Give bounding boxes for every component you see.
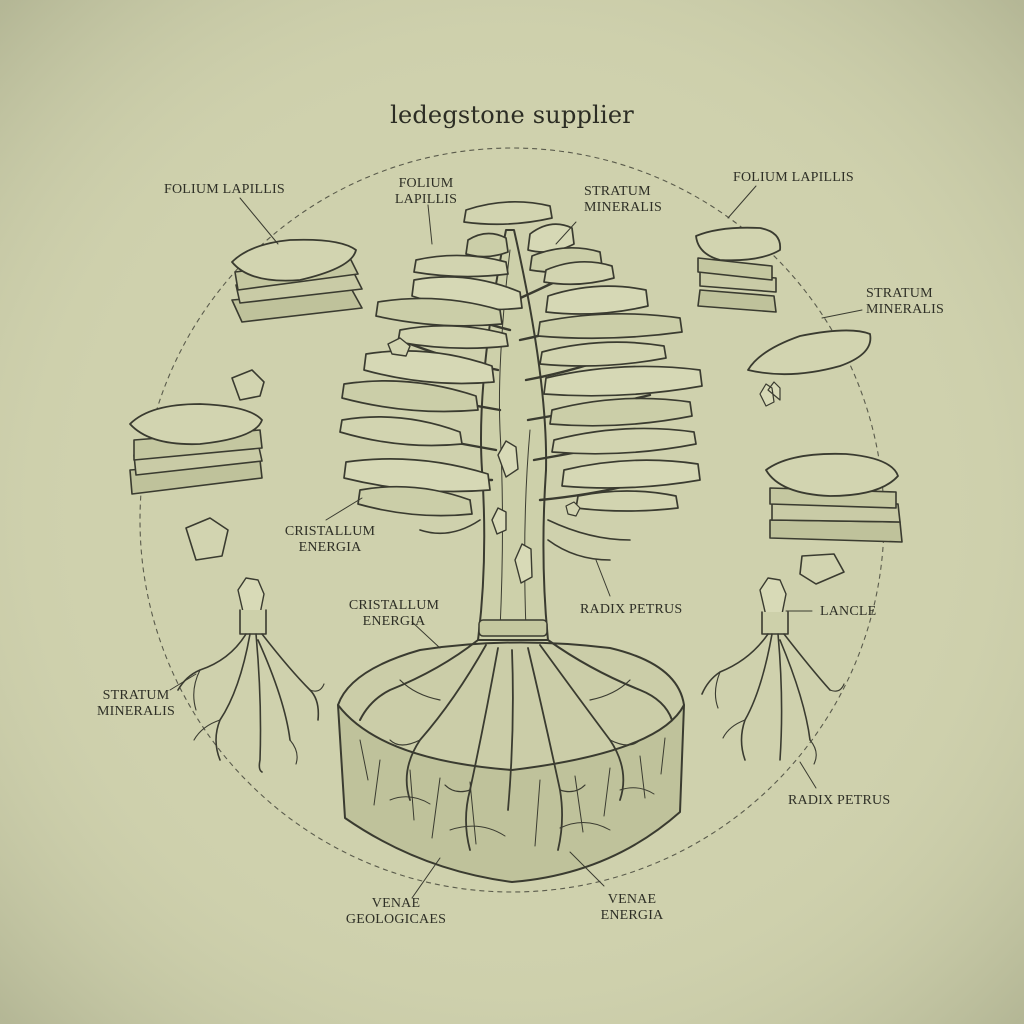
label-line: GEOLOGICAES <box>345 912 447 927</box>
canopy-slab <box>537 312 683 340</box>
root-plant-left <box>177 577 325 773</box>
canopy-slab <box>397 325 509 350</box>
label-line: CRISTALLUM <box>284 524 376 539</box>
label-line: CRISTALLUM <box>348 598 440 613</box>
leader-lines <box>169 185 863 899</box>
root-plant-right <box>701 577 845 765</box>
pebble <box>565 501 581 517</box>
label-line: STRATUM <box>102 688 170 703</box>
pebble <box>231 369 265 401</box>
label-line: ENERGIA <box>362 614 426 629</box>
label-radix-petrus-center: RADIX PETRUS <box>580 602 683 617</box>
pebble <box>185 517 229 561</box>
stone-stack-mid-left <box>129 403 263 495</box>
canopy-slab <box>561 459 701 489</box>
canopy-slab <box>549 397 693 427</box>
diagram-title: ledegstone supplier <box>390 101 634 129</box>
pebble <box>799 553 845 585</box>
label-venae-geologicaes: VENAE GEOLOGICAES <box>344 896 448 928</box>
canopy-slab <box>575 490 679 512</box>
label-line: MINERALIS <box>866 302 945 317</box>
label-line: ENERGIA <box>298 540 362 555</box>
label-folium-lapillis-right: FOLIUM LAPILLIS <box>733 170 854 185</box>
canopy-slab <box>551 427 697 455</box>
stone-stack-mid-right <box>765 452 903 543</box>
label-radix-petrus-right: RADIX PETRUS <box>788 793 891 808</box>
canopy-slab <box>463 200 553 226</box>
stone-stack-top-right <box>695 226 782 313</box>
label-line: STRATUM <box>584 184 651 199</box>
label-line: LAPILLIS <box>394 192 458 207</box>
canopy-slab <box>545 285 649 315</box>
canopy-slab <box>465 232 509 258</box>
canopy-slab <box>341 380 479 413</box>
label-line: MINERALIS <box>96 704 176 719</box>
canopy-slab <box>527 223 575 253</box>
label-folium-lapillis-left: FOLIUM LAPILLIS <box>164 182 285 197</box>
canopy-slab <box>343 458 491 493</box>
canopy-slab <box>539 341 667 367</box>
canopy-slab <box>543 261 615 286</box>
canopy-slab <box>375 297 503 327</box>
pebble <box>387 337 411 357</box>
label-line: MINERALIS <box>584 200 663 215</box>
label-stratum-mineralis-right: STRATUM MINERALIS <box>866 286 944 318</box>
label-folium-lapillis-center: FOLIUM LAPILLIS <box>388 176 464 208</box>
canopy-slab <box>413 254 509 278</box>
label-cristallum-energia-center: CRISTALLUM ENERGIA <box>346 598 442 630</box>
tree-roots <box>359 639 673 851</box>
label-lancle: LANCLE <box>820 604 877 619</box>
canopy-slab <box>543 365 703 397</box>
label-line: STRATUM <box>866 286 933 301</box>
label-line: FOLIUM <box>398 176 454 191</box>
canopy-slab <box>357 485 473 517</box>
stone-stack-top-left <box>231 238 363 323</box>
label-stratum-mineralis-left: STRATUM MINERALIS <box>94 688 178 720</box>
label-line: VENAE <box>607 892 657 907</box>
canopy-slabs <box>339 200 703 517</box>
slab-right <box>747 329 872 376</box>
label-line: VENAE <box>371 896 421 911</box>
small-crystal <box>759 381 781 407</box>
label-line: ENERGIA <box>600 908 664 923</box>
canopy-slab <box>339 416 463 447</box>
label-stratum-mineralis-top: STRATUM MINERALIS <box>584 184 662 216</box>
label-venae-energia: VENAE ENERGIA <box>592 892 672 924</box>
label-cristallum-energia-left: CRISTALLUM ENERGIA <box>282 524 378 556</box>
